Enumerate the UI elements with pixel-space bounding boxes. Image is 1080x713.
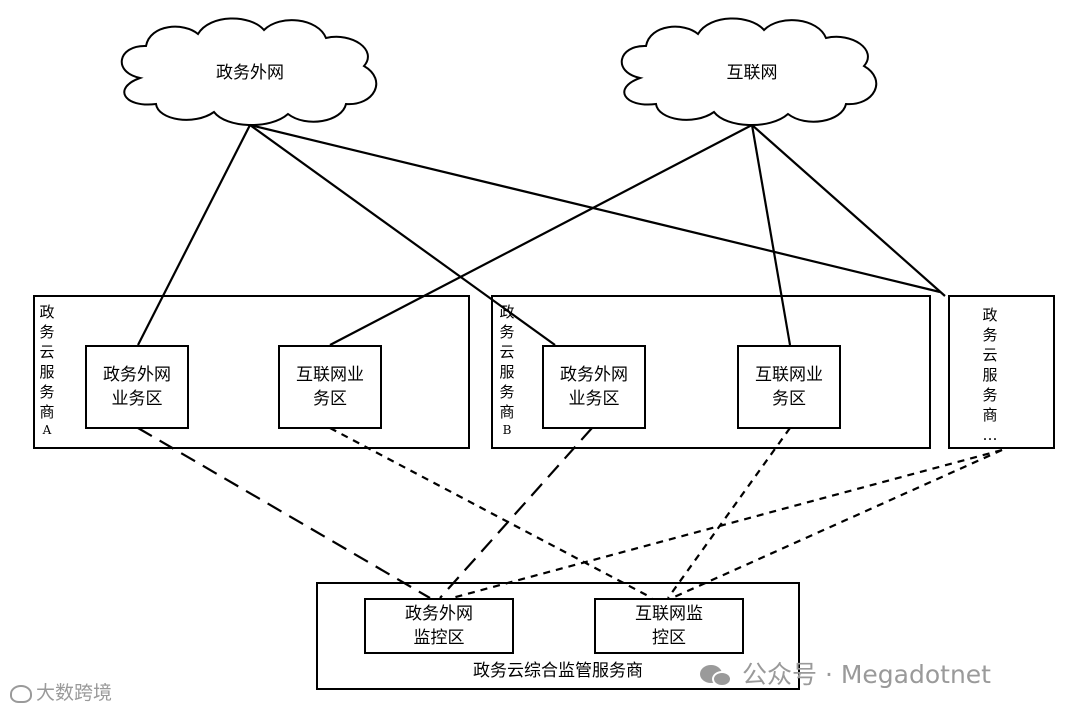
link-gov-to-a-gov [137,124,251,346]
monitor-provider-box [316,582,800,690]
provider-more-label: 政务云服务商… [982,306,998,444]
cloud-label-internet: 互联网 [726,63,778,83]
link-gov-to-b-gov [249,124,556,346]
link-net-to-a-net [329,124,753,346]
watermark-logo-icon [10,684,32,703]
monitor-link-b-gov [439,427,593,599]
monitor-provider-title: 政务云综合监管服务商 [473,661,643,681]
provider-a-box [33,295,470,449]
monitor-link-b-net [667,427,791,599]
zone-a-internet-business: 互联网业务区 [278,345,382,429]
monitor-link-a-gov [137,427,431,599]
cloud-internet [620,17,878,126]
watermark-right: 公众号 · Megadotnet [700,655,991,691]
zone-b-internet-business: 互联网业务区 [737,345,841,429]
cloud-gov-extranet [120,17,378,126]
link-gov-to-more [249,123,941,294]
zone-a-gov-business: 政务外网业务区 [85,345,189,429]
link-net-to-b-net [750,124,792,346]
monitor-link-more-net [671,448,1003,600]
wechat-icon [700,663,734,689]
monitor-zone-internet: 互联网监控区 [594,598,744,654]
provider-more-box [948,295,1055,449]
zone-b-gov-business: 政务外网业务区 [542,345,646,429]
watermark-left: 大数跨境 [10,678,112,705]
monitor-link-a-net [329,427,653,599]
monitor-link-more-gov [451,448,1003,600]
cloud-label-gov-extranet: 政务外网 [216,63,284,83]
provider-b-box [491,295,931,449]
monitor-zone-gov: 政务外网监控区 [364,598,514,654]
link-net-to-more [751,124,946,297]
